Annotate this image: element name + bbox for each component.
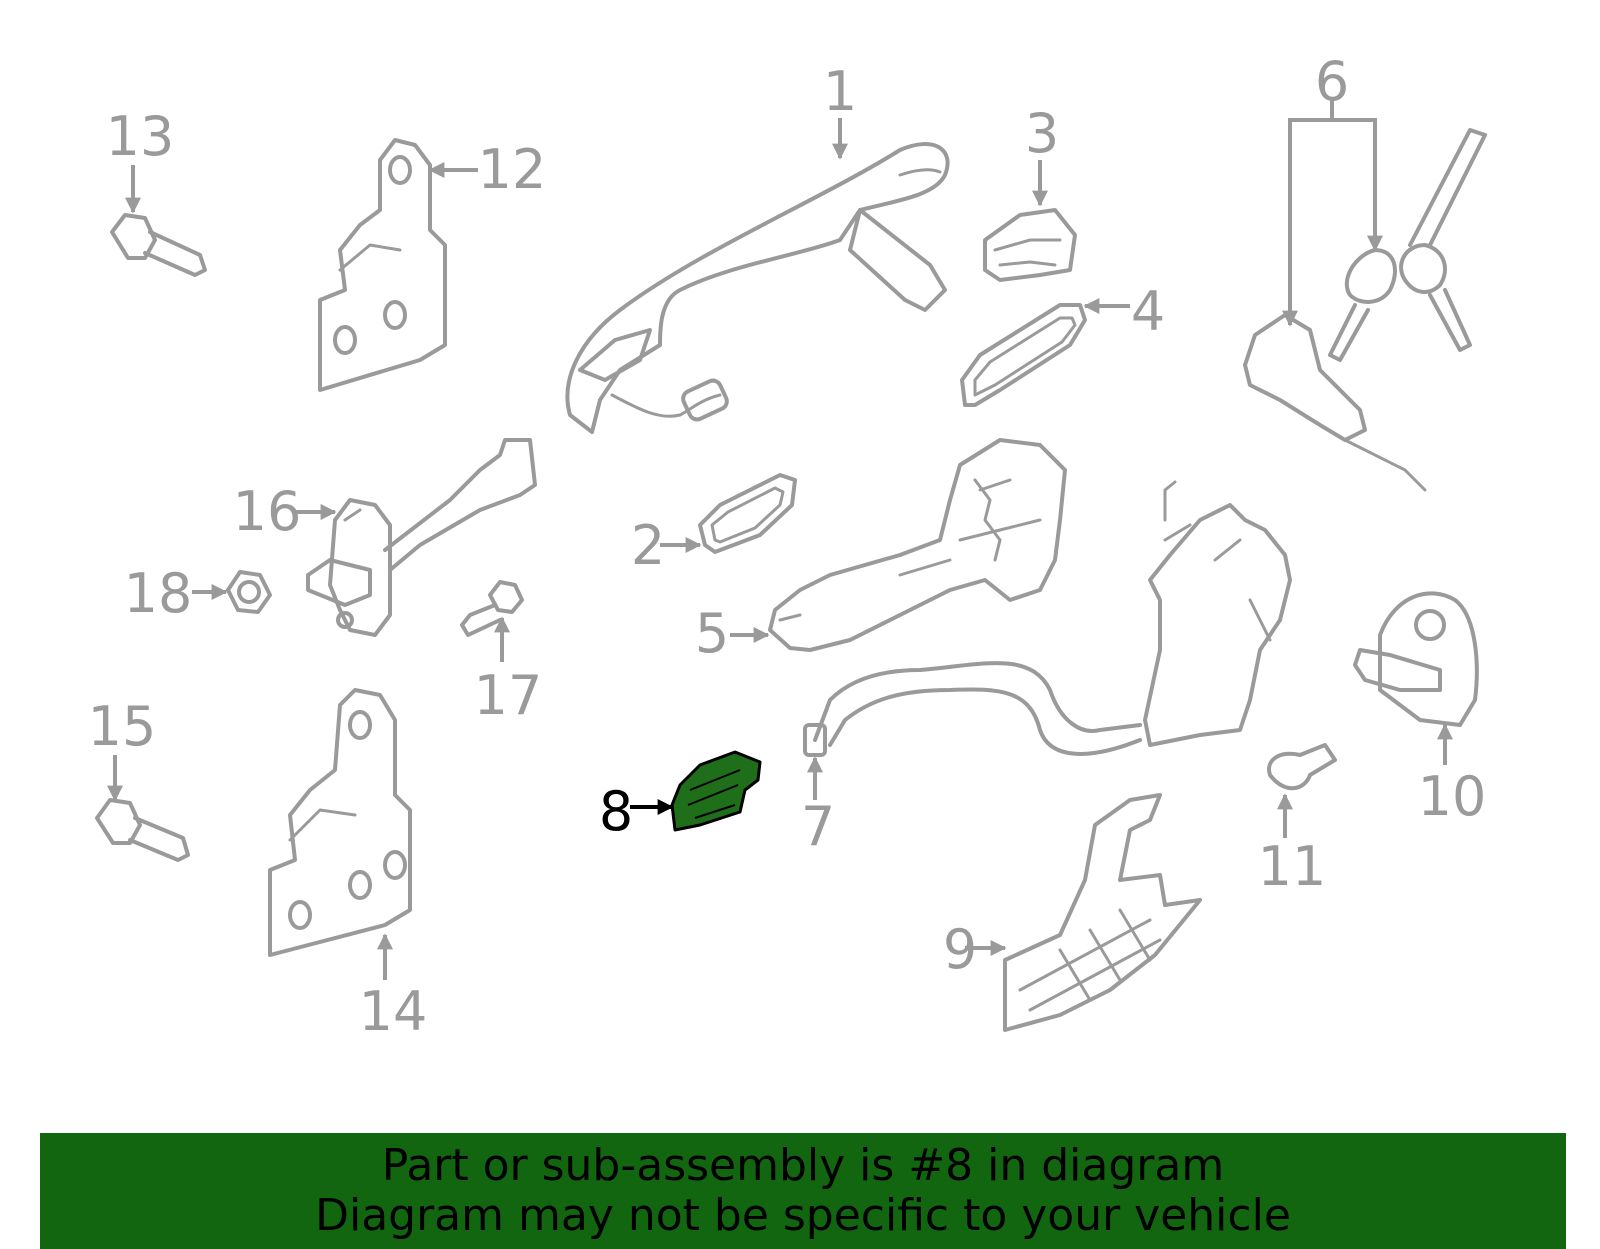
part-16-door-check[interactable] bbox=[306, 438, 537, 637]
part-14-lower-hinge[interactable] bbox=[268, 688, 412, 957]
part-18-nut[interactable] bbox=[226, 570, 272, 614]
callout-5[interactable]: 5 bbox=[695, 602, 729, 665]
part-9-cover[interactable] bbox=[1003, 793, 1202, 1032]
callout-9[interactable]: 9 bbox=[943, 918, 977, 981]
part-15-bolt[interactable] bbox=[95, 798, 190, 862]
callout-2[interactable]: 2 bbox=[631, 514, 665, 577]
callout-6[interactable]: 6 bbox=[1315, 50, 1349, 113]
part-4-escutcheon[interactable] bbox=[960, 303, 1087, 407]
door-latch-body bbox=[1143, 480, 1292, 747]
part-13-bolt[interactable] bbox=[110, 213, 207, 277]
callout-1[interactable]: 1 bbox=[823, 60, 857, 123]
callout-14[interactable]: 14 bbox=[359, 980, 428, 1043]
part-10-striker[interactable] bbox=[1353, 591, 1479, 727]
parts-diagram: 1 2 3 4 5 6 7 8 9 10 11 12 13 14 15 16 1… bbox=[88, 50, 1487, 1043]
banner-line-1: Part or sub-assembly is #8 in diagram bbox=[381, 1140, 1225, 1191]
part-6-lock-cylinder-keys[interactable] bbox=[1243, 128, 1487, 492]
info-banner: Part or sub-assembly is #8 in diagram Di… bbox=[40, 1133, 1566, 1249]
callout-10[interactable]: 10 bbox=[1418, 765, 1487, 828]
banner-line-2: Diagram may not be specific to your vehi… bbox=[315, 1190, 1291, 1241]
part-3-cap[interactable] bbox=[983, 208, 1077, 282]
callout-8[interactable]: 8 bbox=[599, 780, 633, 843]
callout-15[interactable]: 15 bbox=[88, 695, 157, 758]
callout-labels: 1 2 3 4 5 6 7 8 9 10 11 12 13 14 15 16 1… bbox=[88, 50, 1487, 1043]
callout-13[interactable]: 13 bbox=[106, 105, 175, 168]
callout-7[interactable]: 7 bbox=[801, 795, 835, 858]
part-2-gasket[interactable] bbox=[698, 473, 797, 554]
callout-18[interactable]: 18 bbox=[124, 562, 193, 625]
part-1-outside-handle[interactable] bbox=[565, 142, 950, 434]
callout-11[interactable]: 11 bbox=[1258, 835, 1327, 898]
callout-12[interactable]: 12 bbox=[478, 138, 547, 201]
callout-4[interactable]: 4 bbox=[1131, 280, 1165, 343]
callout-16[interactable]: 16 bbox=[233, 480, 302, 543]
leader-lines bbox=[107, 100, 1453, 980]
part-7-cable[interactable] bbox=[803, 661, 1142, 757]
part-12-upper-hinge[interactable] bbox=[318, 138, 447, 392]
callout-3[interactable]: 3 bbox=[1025, 102, 1059, 165]
part-17-screw[interactable] bbox=[460, 580, 524, 637]
part-8-highlighted-actuator[interactable] bbox=[670, 750, 762, 832]
callout-17[interactable]: 17 bbox=[474, 664, 543, 727]
part-5-handle-bracket[interactable] bbox=[768, 438, 1067, 652]
part-11-screw[interactable] bbox=[1267, 743, 1337, 791]
